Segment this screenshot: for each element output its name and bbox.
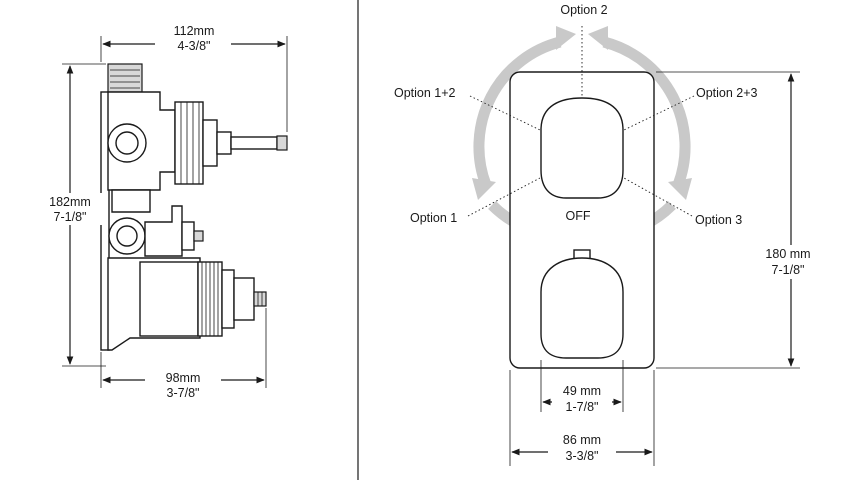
option-2-label: Option 2	[560, 3, 607, 17]
valve-body-side-view	[100, 63, 288, 351]
dimension-width-top: 112mm 4-3/8"	[100, 22, 288, 132]
dimension-handle-width: 49 mm 1-7/8"	[540, 360, 624, 416]
handle-width-mm: 49 mm	[563, 384, 601, 398]
width-bottom-mm: 98mm	[166, 371, 201, 385]
height-front-in: 7-1/8"	[772, 263, 805, 277]
handle-width-in: 1-7/8"	[566, 400, 599, 414]
dimension-plate-width: 86 mm 3-3/8"	[509, 370, 655, 466]
option-1-2-label: Option 1+2	[394, 86, 456, 100]
off-label: OFF	[566, 209, 591, 223]
dimension-height-side: 182mm 7-1/8"	[40, 63, 106, 367]
option-1-label: Option 1	[410, 211, 457, 225]
width-top-in: 4-3/8"	[178, 39, 211, 53]
width-top-mm: 112mm	[174, 24, 215, 38]
dimension-width-bottom: 98mm 3-7/8"	[100, 308, 267, 401]
plate-width-mm: 86 mm	[563, 433, 601, 447]
height-front-mm: 180 mm	[765, 247, 810, 261]
upper-diverter-handle	[540, 97, 624, 199]
lower-temperature-handle	[540, 257, 624, 359]
width-bottom-in: 3-7/8"	[167, 386, 200, 400]
height-side-in: 7-1/8"	[54, 210, 87, 224]
dimension-height-front: 180 mm 7-1/8"	[656, 71, 827, 369]
option-2-3-label: Option 2+3	[696, 86, 758, 100]
height-side-mm: 182mm	[49, 195, 91, 209]
plate-width-in: 3-3/8"	[566, 449, 599, 463]
option-3-label: Option 3	[695, 213, 742, 227]
